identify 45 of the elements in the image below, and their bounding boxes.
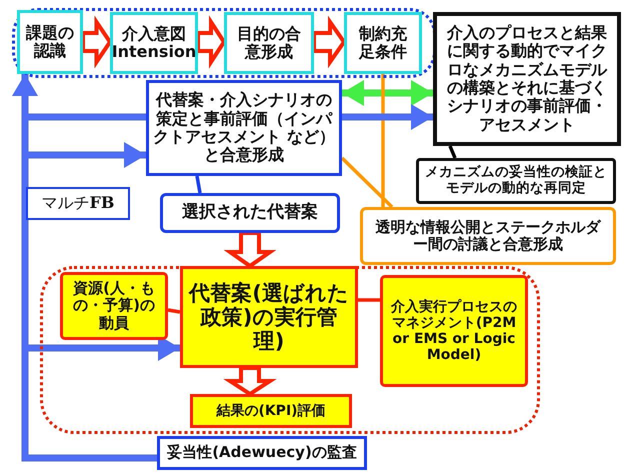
- process-box: [224, 12, 314, 74]
- connector-line: [195, 176, 202, 194]
- node-text: 制約充足条件: [358, 24, 408, 62]
- connector-line: [448, 145, 457, 159]
- arrow: [342, 80, 433, 106]
- node-text: 課題の認識: [24, 24, 75, 60]
- callout-box: [60, 272, 168, 340]
- callout-box: [416, 158, 616, 204]
- process-box: [190, 394, 352, 428]
- node-text: メカニズムの妥当性の検証とモデルの動的な再同定: [424, 165, 608, 197]
- node-text: 結果の(KPI)評価: [216, 402, 326, 420]
- node-text: 介入のプロセスと結果に関する動的でマイクロなメカニズムモデルの構築とそれに基づくシナリオの事前評価・アセスメント: [446, 24, 608, 134]
- callout-box: [360, 207, 616, 265]
- node-text: 透明な情報公開とステークホルダー間の討議と合意形成: [374, 218, 602, 254]
- node-text: 目的の合意形成: [236, 24, 302, 62]
- group-outline: [40, 266, 540, 434]
- connector-line: [168, 308, 180, 314]
- group-outline: [12, 8, 436, 78]
- block-arrow: [312, 16, 346, 68]
- block-arrow: [223, 366, 277, 396]
- node-text: 代替案(選ばれた政策)の実行管理): [189, 280, 349, 354]
- callout-box: [380, 275, 528, 387]
- node-text: マルチFB: [42, 194, 114, 213]
- process-box: [180, 266, 358, 368]
- block-arrow: [224, 231, 276, 268]
- node-text: 資源(人・もの・予算)の動員: [72, 280, 156, 332]
- process-box: [17, 10, 83, 74]
- label-box: [26, 187, 130, 220]
- node-text: 選択された代替案: [182, 203, 318, 223]
- block-arrow: [81, 15, 112, 69]
- node-text: 代替案・介入シナリオの策定と事前評価（インパクトアセスメント など）と合意形成: [153, 91, 335, 165]
- arrow: [342, 104, 433, 130]
- process-box: [433, 12, 621, 146]
- process-box: [146, 80, 342, 176]
- connector-line: [358, 298, 380, 302]
- process-box: [157, 436, 367, 470]
- process-box: [344, 12, 422, 74]
- node-text: 介入意図 Intension: [112, 24, 196, 62]
- callout-box: [160, 193, 340, 233]
- node-text: 介入実行プロセスのマネジメント(P2M or EMS or Logic Model): [390, 298, 518, 364]
- node-text: 妥当性(Adewuecy)の監査: [167, 444, 357, 462]
- block-arrow: [196, 15, 226, 69]
- connector-line: [381, 74, 385, 207]
- connector-line: [340, 156, 394, 208]
- process-box: [110, 12, 198, 74]
